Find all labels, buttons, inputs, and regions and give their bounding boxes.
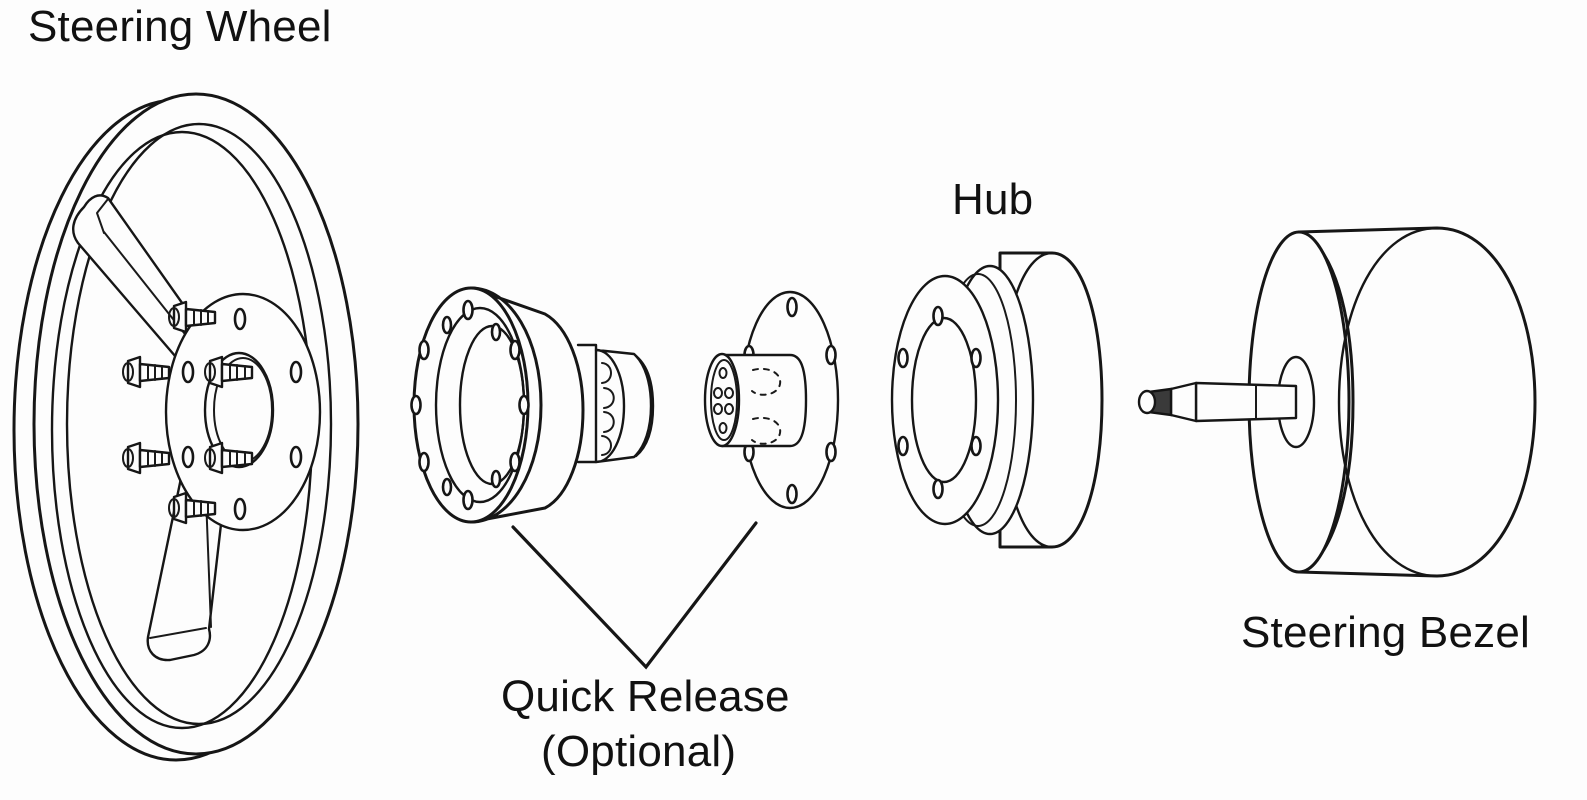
hub-bolt-hole (932, 478, 944, 500)
qr-female-pin (713, 387, 723, 399)
wheel-bolt-hole (181, 445, 195, 469)
qr-male-bolt-hole (490, 322, 502, 342)
qr-female-pin (718, 422, 728, 434)
wheel-bolt (204, 441, 254, 475)
qr-male-bolt-hole (410, 394, 422, 416)
wheel-bolt (168, 491, 217, 525)
wheel-bolt (204, 355, 254, 389)
qr-male-bolt-hole (490, 469, 502, 489)
hub-face-plate (890, 274, 1000, 526)
hub-bolt-hole (897, 435, 909, 457)
qr-female-interior-hint (751, 367, 782, 396)
qr-female-pin (713, 403, 723, 415)
hub-bolt-hole (932, 305, 944, 327)
quick-release-male-part (410, 286, 655, 524)
qr-male-bolt-hole (441, 477, 453, 497)
wheel-rim-inner-front (65, 122, 333, 726)
wheel-bolt-hole (181, 360, 195, 384)
hub-part (890, 251, 1104, 549)
label-hub: Hub (952, 175, 1034, 224)
qr-male-bolt-hole (441, 315, 453, 335)
qr-male-spline-tooth (603, 411, 615, 433)
quick-release-leader (511, 521, 758, 670)
wheel-bolt-hole (233, 497, 247, 521)
steering-bezel-part (1137, 226, 1537, 578)
hub-bolt-hole (970, 435, 982, 457)
bezel-cone-back-edge (1337, 226, 1439, 578)
label-steering-wheel: Steering Wheel (28, 2, 332, 51)
qr-male-bolt-hole (462, 489, 474, 511)
label-quick-release: Quick Release (501, 672, 790, 721)
qr-female-pin (718, 367, 728, 379)
qr-male-spline-tooth (603, 387, 615, 409)
wheel-bolt-hole (289, 360, 303, 384)
qr-male-bolt-hole (418, 451, 430, 473)
qr-female-pin (724, 387, 734, 399)
qr-male-bolt-hole (418, 339, 430, 361)
qr-female-pin (724, 403, 734, 415)
qr-male-spline-collar (594, 348, 653, 464)
qr-male-bolt-hole (509, 451, 521, 473)
qr-female-bolt-hole (786, 483, 798, 505)
wheel-bolt (168, 300, 217, 334)
bezel-shaft-end-cap (1137, 389, 1157, 415)
qr-female-barrel-face-inner (710, 359, 738, 441)
steering-wheel-part (12, 92, 360, 762)
qr-male-spline-tooth (601, 362, 612, 384)
wheel-bolt-hole (233, 307, 247, 331)
qr-male-bolt-hole (509, 339, 521, 361)
wheel-bolt-hole (289, 445, 303, 469)
bezel-shaft (1194, 381, 1298, 423)
qr-female-bolt-hole (825, 344, 837, 366)
hub-face-bore (910, 316, 978, 484)
qr-male-collar-end (634, 354, 655, 458)
qr-female-bolt-hole (825, 441, 837, 463)
bezel-shaft-shoulder (1169, 381, 1198, 423)
label-steering-bezel: Steering Bezel (1241, 608, 1530, 657)
qr-male-bolt-hole (462, 299, 474, 321)
qr-male-step-ledge (576, 343, 598, 464)
hub-bolt-hole (970, 347, 982, 369)
qr-male-flange-disc (412, 286, 530, 524)
hub-bolt-hole (897, 347, 909, 369)
label-quick-release-optional: (Optional) (541, 727, 737, 776)
wheel-spoke-lower-end-cap (149, 627, 207, 639)
qr-female-bolt-hole (786, 296, 798, 318)
qr-male-spline-tooth (601, 435, 612, 456)
qr-male-bolt-hole (518, 394, 530, 416)
quick-release-female-part (703, 290, 840, 510)
quick-release-leader-line (511, 521, 758, 670)
wheel-bolt (122, 355, 171, 389)
qr-female-barrel (720, 353, 808, 448)
wheel-spoke-upper-end-cap (96, 198, 109, 234)
qr-female-interior-hint (751, 416, 782, 445)
wheel-bolt (122, 441, 171, 475)
